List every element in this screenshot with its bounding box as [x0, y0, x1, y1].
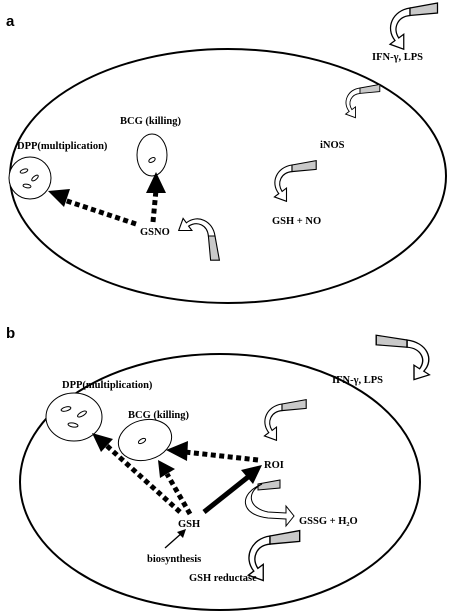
- label-roi: ROI: [264, 460, 284, 471]
- panel-b-label: b: [6, 325, 15, 342]
- bcg-phagosome: [117, 418, 173, 462]
- label-gsh: GSH: [178, 519, 200, 530]
- label-bcg: BCG (killing): [128, 410, 189, 421]
- curved-arrow-icon: [375, 334, 431, 381]
- label-inos: iNOS: [320, 140, 345, 151]
- curved-arrow-icon: [178, 217, 220, 261]
- panel-b: b IFN-γ, LPS DPP(multiplication) BCG (ki…: [6, 325, 431, 611]
- dashed-arrow-gsno-bcg: [150, 189, 159, 223]
- arrowhead: [92, 433, 113, 452]
- solid-arrow-gsh-roi: [202, 475, 250, 514]
- label-gsh-reductase: GSH reductase: [189, 573, 257, 584]
- curved-arrow-icon: [257, 479, 281, 491]
- curved-arrow-icon: [273, 160, 317, 202]
- label-ifn-lps: IFN-γ, LPS: [372, 52, 423, 63]
- label-ifn-lps: IFN-γ, LPS: [332, 375, 383, 386]
- arrowhead: [146, 172, 166, 193]
- dpp-phagosome: [8, 156, 52, 200]
- bacterium: [22, 183, 32, 189]
- bcg-phagosome: [136, 133, 168, 177]
- label-dpp: DPP(multiplication): [62, 380, 153, 391]
- panel-a-label: a: [6, 13, 15, 30]
- cell-membrane-a: [9, 48, 447, 304]
- cell-membrane-b: [19, 353, 421, 611]
- curved-arrow-icon: [345, 83, 381, 119]
- arrowhead: [177, 529, 186, 538]
- dashed-arrow-gsno-dpp: [63, 197, 137, 227]
- curved-arrow-icon: [389, 2, 439, 50]
- label-dpp: DPP(multiplication): [17, 141, 108, 152]
- label-gsh-no: GSH + NO: [272, 216, 321, 227]
- arrowhead: [241, 465, 262, 484]
- label-bcg: BCG (killing): [120, 116, 181, 127]
- bacterium: [60, 406, 72, 412]
- dashed-arrow-gsh-bcg: [164, 472, 193, 516]
- panel-a: a IFN-γ, LPS iNOS GSH + NO DPP(multiplic…: [6, 2, 447, 304]
- bacterium: [31, 174, 39, 182]
- dashed-arrow-roi-bcg: [184, 449, 259, 463]
- label-gsno: GSNO: [140, 227, 170, 238]
- bacterium: [67, 422, 79, 428]
- bacterium: [19, 168, 29, 174]
- label-gssg-h2o: GSSG + H₂O: [299, 516, 358, 527]
- label-biosynthesis: biosynthesis: [147, 554, 201, 565]
- dpp-phagosome: [45, 392, 103, 442]
- bacterium: [77, 410, 87, 418]
- arrowhead: [166, 441, 188, 461]
- curved-arrow-icon: [244, 483, 295, 528]
- arrowhead: [158, 460, 175, 478]
- bacterium: [148, 157, 156, 163]
- arrowhead: [48, 189, 70, 207]
- curved-arrow-icon: [263, 399, 307, 441]
- bacterium: [137, 437, 147, 445]
